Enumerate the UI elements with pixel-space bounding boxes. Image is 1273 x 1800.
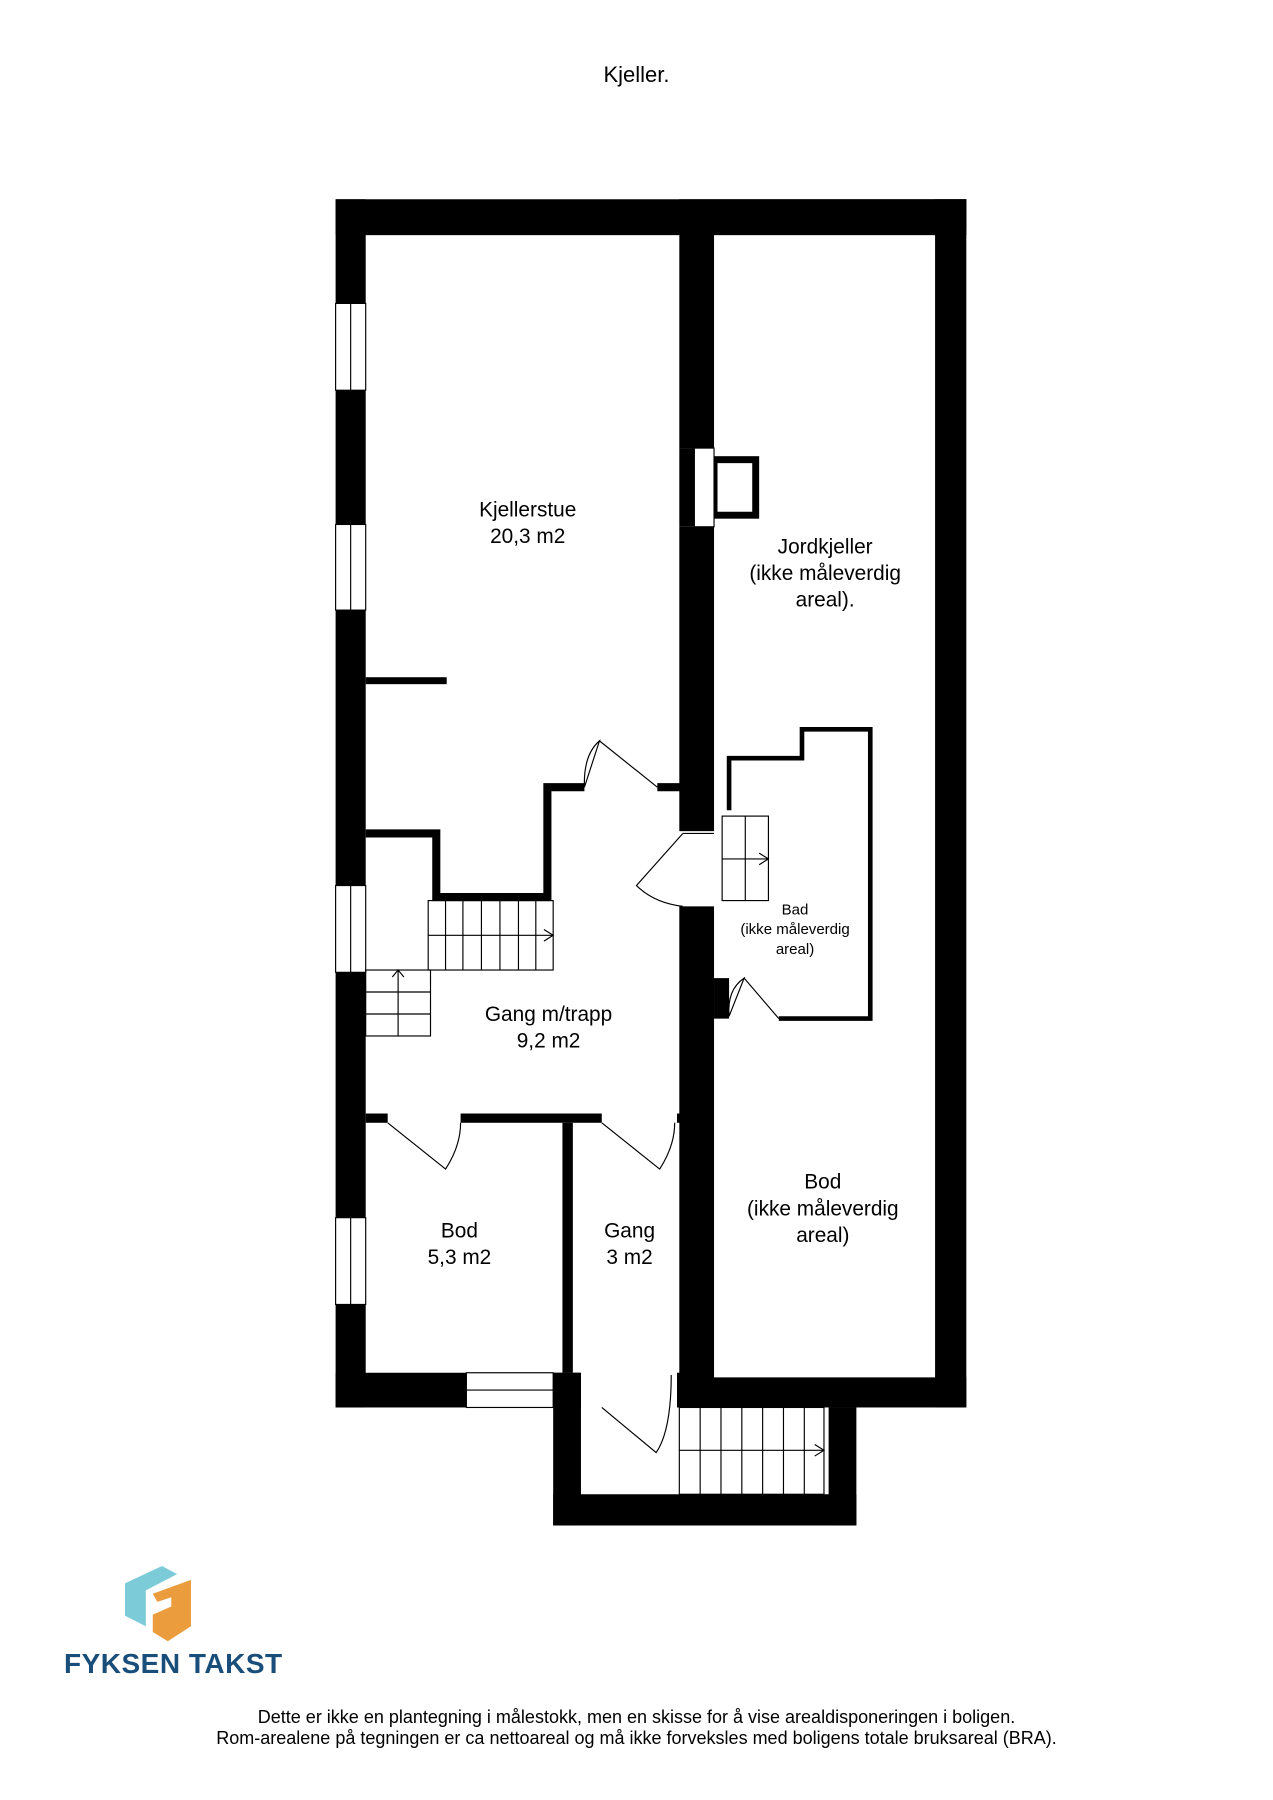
disclaimer-line-2: Rom-arealene på tegningen er ca nettoare… xyxy=(216,1728,1057,1748)
room-jordkjeller-line2: (ikke måleverdig xyxy=(749,562,901,585)
windows xyxy=(335,302,715,1409)
room-gang-area: 3 m2 xyxy=(606,1246,652,1269)
room-jordkjeller-name: Jordkjeller xyxy=(778,535,873,558)
disclaimer: Dette er ikke en plantegning i målestokk… xyxy=(0,1707,1273,1749)
room-labels: Kjellerstue 20,3 m2 Jordkjeller (ikke må… xyxy=(428,498,901,1269)
room-kjellerstue-name: Kjellerstue xyxy=(479,498,576,521)
floor-title: Kjeller. xyxy=(603,62,670,87)
room-bod-small-name: Bod xyxy=(441,1219,478,1242)
room-jordkjeller-line3: areal). xyxy=(796,589,855,612)
room-bod-large-line3: areal) xyxy=(796,1224,849,1247)
room-bad-name: Bad xyxy=(782,901,809,918)
room-bad-line2: (ikke måleverdig xyxy=(740,921,849,938)
room-gang-trapp-name: Gang m/trapp xyxy=(485,1003,612,1026)
room-gang-name: Gang xyxy=(604,1219,655,1242)
stairs xyxy=(365,815,826,1495)
room-kjellerstue-area: 20,3 m2 xyxy=(490,525,565,548)
disclaimer-line-1: Dette er ikke en plantegning i målestokk… xyxy=(257,1707,1016,1727)
room-gang-trapp-area: 9,2 m2 xyxy=(517,1030,581,1053)
room-bod-large-line2: (ikke måleverdig xyxy=(747,1197,899,1220)
logo-text: FYKSEN TAKST xyxy=(64,1648,283,1679)
walls xyxy=(335,199,967,1526)
room-bad-line3: areal) xyxy=(776,941,814,958)
logo-mark xyxy=(124,1566,191,1642)
room-bod-large-name: Bod xyxy=(804,1171,841,1194)
doors xyxy=(387,739,780,1454)
room-bod-small-area: 5,3 m2 xyxy=(428,1246,492,1269)
